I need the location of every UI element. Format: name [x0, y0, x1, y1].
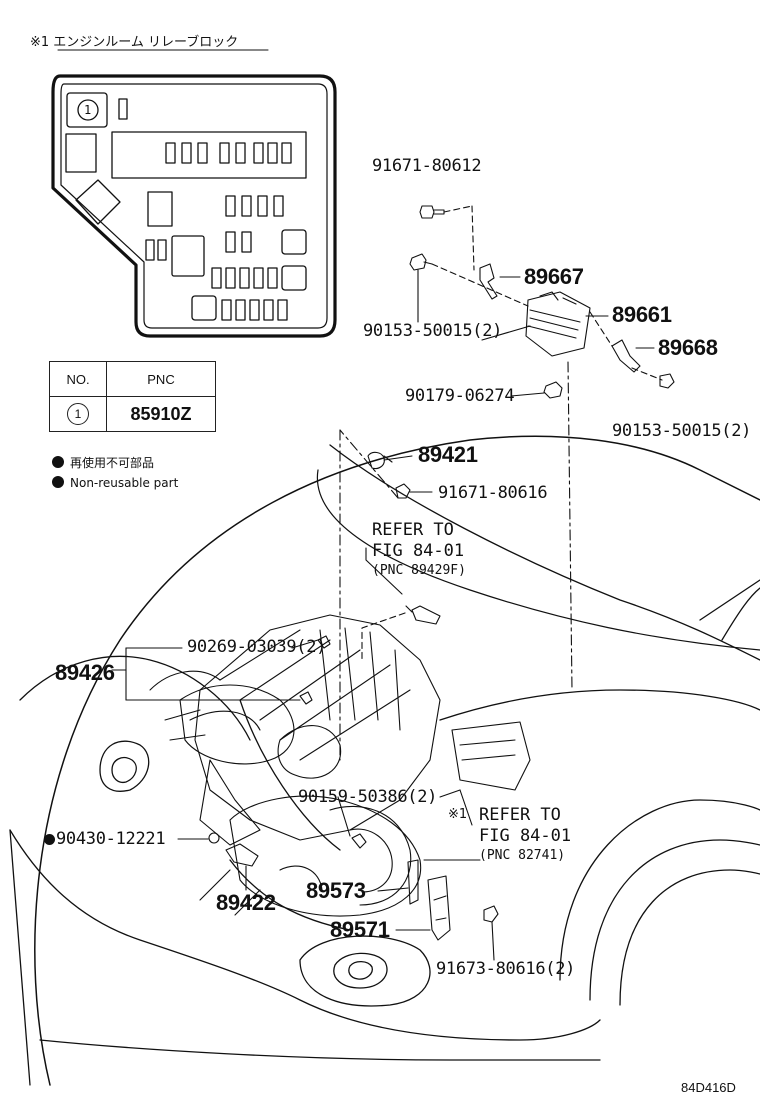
pnc-header-pnc: PNC [106, 361, 216, 397]
pnc-row-no: 1 [67, 403, 89, 425]
figure-code: 84D416D [681, 1080, 736, 1095]
non-reusable-dot-icon [44, 834, 55, 845]
ref2-line3: (PNC 82741) [479, 848, 566, 863]
relay-marker-number: 1 [84, 103, 92, 117]
engine-drawing [149, 614, 441, 917]
ref2-line1: REFER TO [479, 805, 561, 825]
relay-block-drawing [51, 49, 337, 338]
legend-en: Non-reusable part [52, 476, 178, 489]
part-89421: 89421 [418, 442, 478, 467]
pnc-row-no-cell: 1 [49, 396, 107, 432]
part-90159-50386: 90159-50386(2) [298, 787, 438, 807]
non-reusable-dot-icon [52, 456, 64, 468]
ref2-line2: FIG 84-01 [479, 826, 572, 846]
vehicle-body-drawing [9, 435, 760, 1086]
part-91671-80612: 91671-80612 [372, 156, 482, 176]
part-89422: 89422 [216, 890, 276, 915]
pnc-row-pnc: 85910Z [106, 396, 216, 432]
pnc-header-no: NO. [49, 361, 107, 397]
non-reusable-dot-icon [52, 476, 64, 488]
part-90269-03039: 90269-03039(2) [187, 637, 327, 657]
small-parts-drawing [208, 205, 675, 941]
part-90179-06274: 90179-06274 [405, 386, 515, 406]
ref1-line3: (PNC 89429F) [372, 563, 466, 578]
part-89668: 89668 [658, 335, 718, 360]
part-89573: 89573 [306, 878, 366, 903]
legend-jp-text: 再使用不可部品 [70, 456, 155, 470]
part-90430-12221-number: 90430-12221 [56, 829, 166, 849]
relay-block-title: ※1 エンジンルーム リレーブロック [30, 35, 239, 50]
part-89426: 89426 [55, 660, 115, 685]
part-89571: 89571 [330, 917, 390, 942]
pnc-table: NO. PNC 1 85910Z [49, 361, 216, 432]
ref1-line2: FIG 84-01 [372, 541, 465, 561]
part-90153-50015-left: 90153-50015(2) [363, 321, 503, 341]
part-90430-12221: 90430-12221 [44, 829, 166, 849]
legend-jp: 再使用不可部品 [52, 456, 154, 469]
legend-en-text: Non-reusable part [70, 476, 179, 490]
leader-lines [111, 205, 663, 961]
part-89667: 89667 [524, 264, 584, 289]
ref1-line1: REFER TO [372, 520, 454, 540]
ref2-marker: ※1 [448, 807, 468, 822]
part-91673-80616: 91673-80616(2) [436, 959, 576, 979]
part-91671-80616: 91671-80616 [438, 483, 548, 503]
part-90153-50015-right: 90153-50015(2) [612, 421, 752, 441]
part-89661: 89661 [612, 302, 672, 327]
